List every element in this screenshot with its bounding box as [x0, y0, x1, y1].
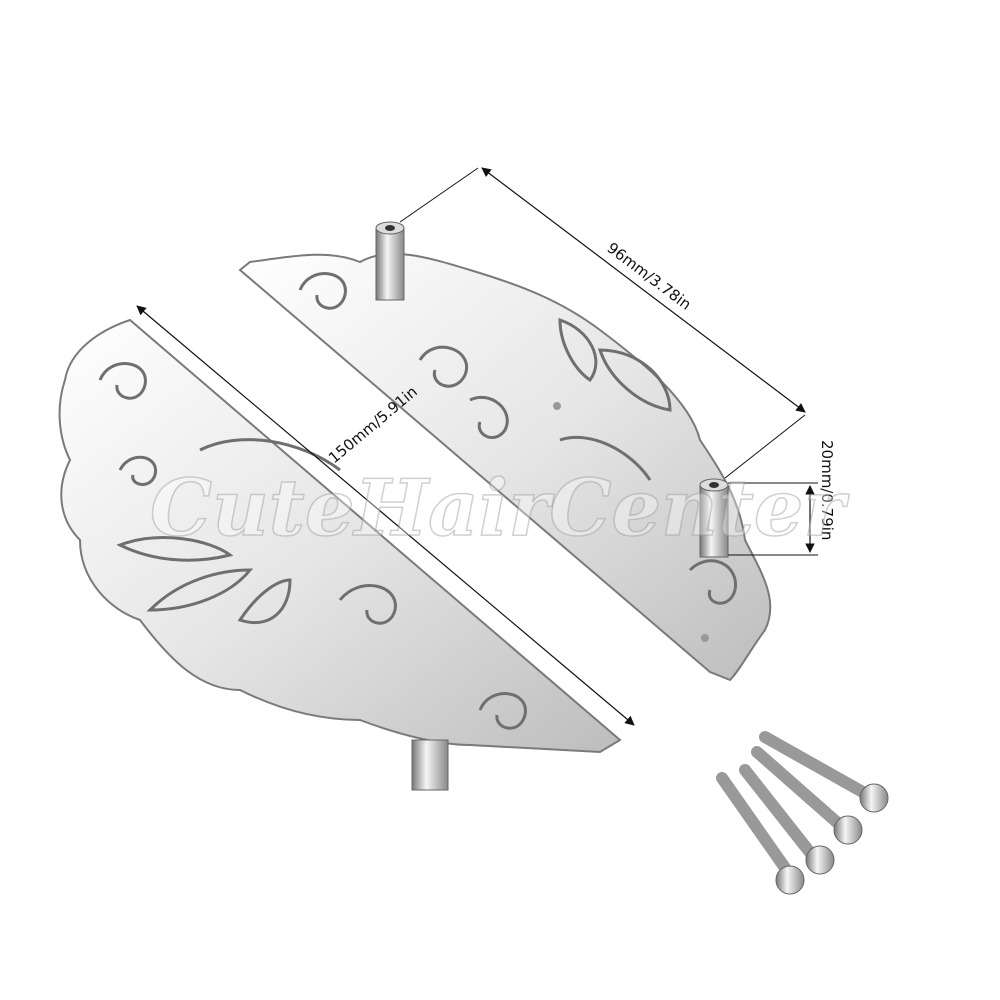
- hole-spacing-label: 96mm/3.78in: [604, 239, 695, 314]
- total-length-label: 150mm/5.91in: [325, 383, 421, 467]
- hole-spacing-dimension-line: [481, 167, 806, 413]
- extension-line: [399, 167, 479, 223]
- screws: [716, 731, 889, 895]
- screw: [751, 746, 863, 845]
- screw: [759, 731, 889, 813]
- post-height-label: 20mm/0.79in: [818, 440, 836, 540]
- handle-front-post: [411, 739, 449, 791]
- handle-back-post-right: [699, 478, 729, 558]
- total-length-dimension-line: [136, 305, 635, 726]
- handle-back-post-left: [375, 221, 405, 301]
- screw: [716, 772, 805, 895]
- screw: [739, 764, 835, 875]
- extension-line: [724, 414, 806, 479]
- watermark: CuteHairCenter: [150, 463, 849, 554]
